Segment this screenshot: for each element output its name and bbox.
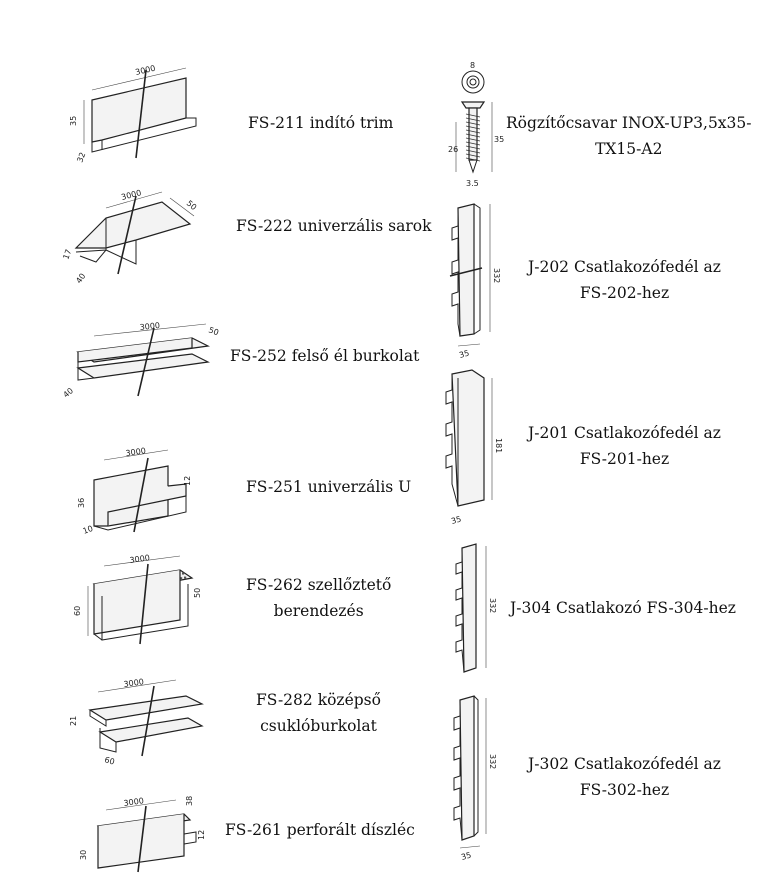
svg-text:35: 35 (494, 135, 504, 144)
svg-text:30: 30 (79, 850, 88, 860)
svg-text:17: 17 (61, 248, 73, 261)
j-202-label-line-2: FS-202-hez (579, 284, 670, 302)
fs-211-drawing: 3000 35 32 (69, 60, 208, 165)
fs-251-drawing: 3000 12 36 10 (77, 446, 208, 536)
fs-211-label: FS-211 indító trim (248, 114, 394, 132)
j-202-label: J-202 Csatlakozófedél az FS-202-hez (528, 254, 721, 306)
svg-text:181: 181 (494, 438, 503, 453)
svg-text:40: 40 (62, 386, 76, 399)
svg-text:10: 10 (82, 524, 95, 536)
svg-text:12: 12 (197, 830, 206, 840)
svg-text:35: 35 (450, 515, 462, 526)
j-202-label-line-1: J-202 Csatlakozófedél az (528, 258, 721, 276)
svg-text:332: 332 (488, 598, 497, 613)
svg-text:3000: 3000 (123, 677, 144, 689)
svg-text:32: 32 (75, 151, 87, 164)
fs-251-label: FS-251 univerzális U (246, 478, 412, 496)
fs-222-drawing: 3000 50 17 40 (61, 188, 206, 288)
screw-drawing: 8 26 35 3.5 (446, 61, 506, 190)
svg-text:332: 332 (492, 268, 501, 283)
j-304-label: J-304 Csatlakozó FS-304-hez (510, 599, 736, 617)
svg-text:3.5: 3.5 (466, 179, 479, 188)
fs-261-drawing: 3000 38 12 30 (79, 796, 210, 876)
svg-text:3000: 3000 (125, 446, 146, 458)
fs-262-label-line-1: FS-262 szellőztető (246, 576, 392, 594)
svg-text:60: 60 (73, 606, 82, 616)
svg-text:50: 50 (207, 325, 220, 337)
svg-text:3000: 3000 (129, 553, 150, 565)
svg-text:36: 36 (77, 498, 86, 508)
screw-label-line-2: TX15-A2 (595, 140, 663, 158)
fs-282-drawing: 3000 21 60 (69, 676, 216, 767)
fs-222-label: FS-222 univerzális sarok (236, 217, 432, 235)
svg-text:35: 35 (69, 116, 78, 126)
fs-262-label: FS-262 szellőztető berendezés (246, 572, 391, 624)
fs-262-label-line-2: berendezés (273, 602, 364, 620)
svg-text:21: 21 (69, 716, 78, 726)
svg-text:50: 50 (193, 588, 202, 598)
fs-282-label-line-2: csuklóburkolat (260, 717, 377, 735)
svg-text:60: 60 (103, 755, 115, 766)
svg-text:50: 50 (185, 199, 199, 212)
fs-252-label: FS-252 felső él burkolat (230, 347, 420, 365)
screw-label: Rögzítőcsavar INOX-UP3,5x35- TX15-A2 (506, 110, 752, 162)
j-302-label-line-1: J-302 Csatlakozófedél az (528, 755, 721, 773)
svg-text:8: 8 (470, 61, 475, 70)
screw-label-line-1: Rögzítőcsavar INOX-UP3,5x35- (506, 114, 752, 132)
fs-282-label: FS-282 középső csuklóburkolat (256, 687, 381, 739)
svg-text:3000: 3000 (139, 321, 160, 332)
j-302-label-line-2: FS-302-hez (579, 781, 670, 799)
j-304-drawing: 332 (448, 540, 508, 680)
j-201-label-line-2: FS-201-hez (579, 450, 670, 468)
fs-252-drawing: 3000 50 40 (62, 318, 220, 408)
j-202-drawing: 332 35 (440, 196, 510, 366)
fs-262-drawing: 3000 60 50 (73, 553, 216, 654)
svg-text:40: 40 (74, 272, 87, 286)
fs-282-label-line-1: FS-282 középső (256, 691, 381, 709)
j-302-drawing: 332 35 (446, 690, 506, 866)
svg-text:35: 35 (458, 349, 470, 360)
svg-text:332: 332 (488, 754, 497, 769)
j-201-label-line-1: J-201 Csatlakozófedél az (528, 424, 721, 442)
j-201-drawing: 181 35 (436, 364, 506, 528)
svg-text:3000: 3000 (123, 796, 144, 808)
svg-text:26: 26 (448, 145, 458, 154)
j-302-label: J-302 Csatlakozófedél az FS-302-hez (528, 751, 721, 803)
svg-text:38: 38 (185, 796, 194, 806)
j-201-label: J-201 Csatlakozófedél az FS-201-hez (528, 420, 721, 472)
svg-text:12: 12 (183, 476, 192, 486)
svg-text:3000: 3000 (120, 188, 142, 202)
fs-261-label: FS-261 perforált díszléc (225, 821, 415, 839)
svg-text:35: 35 (460, 851, 472, 862)
